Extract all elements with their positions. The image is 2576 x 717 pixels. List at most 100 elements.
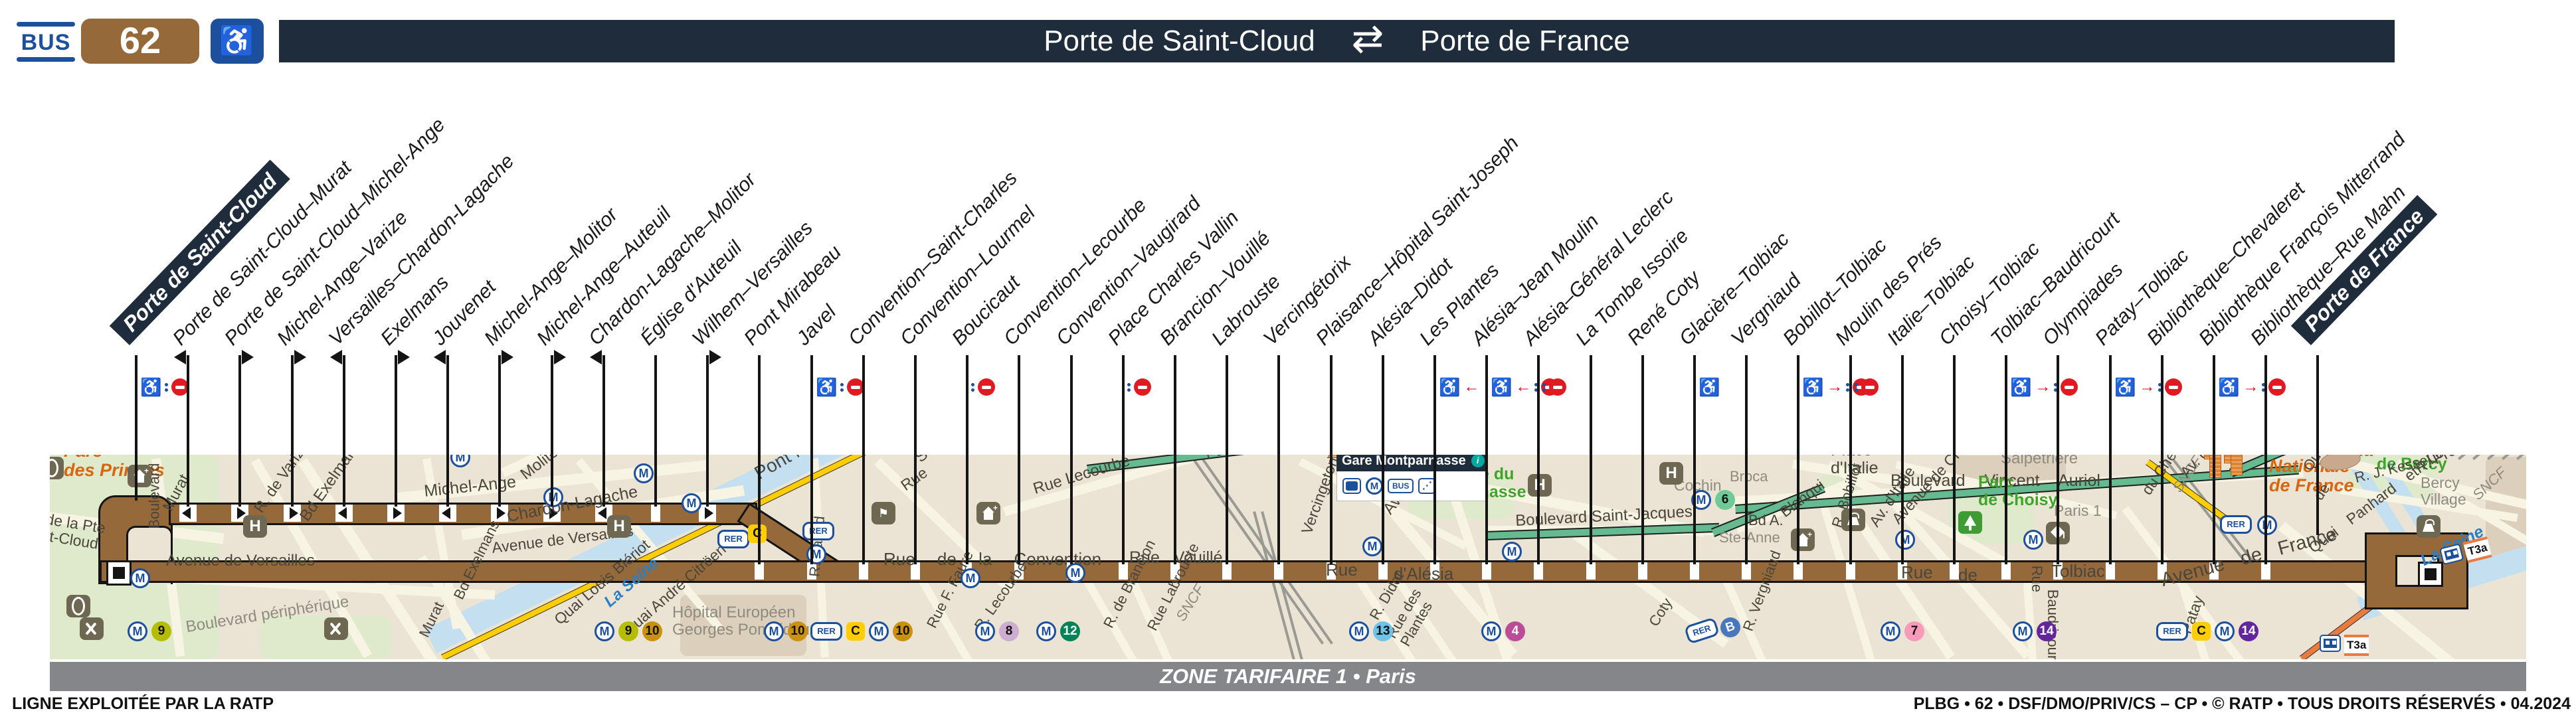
stop-label: Convention–Saint-Charles xyxy=(844,167,1022,350)
arrow-right-icon: → xyxy=(2139,378,2156,396)
no-entry-icon xyxy=(2061,378,2078,396)
stop-label: Porte de Saint-Cloud–Michel-Ange xyxy=(220,114,450,350)
stop-label: Porte de Saint-Cloud–Murat xyxy=(168,157,356,350)
stop-label: Vercingétorix xyxy=(1259,251,1356,350)
map-label: Ste-Anne xyxy=(1719,529,1780,546)
terminus-square-dot xyxy=(2425,568,2437,580)
h: H xyxy=(249,517,261,535)
map-label: Rue de la Convention xyxy=(883,549,1102,569)
metro-icon: M xyxy=(543,487,563,507)
map-label: Parc de Choisy xyxy=(1978,473,2058,509)
map-label: La Pitié Salpêtrière xyxy=(2001,455,2078,467)
no-entry-icon xyxy=(1549,378,1566,396)
terminus-to: Porte de France xyxy=(1420,25,1630,57)
no-entry-bar xyxy=(2065,386,2074,389)
dot xyxy=(971,382,974,386)
stop-label: Labrouste xyxy=(1207,270,1285,350)
rer-c-icon: C xyxy=(748,524,767,543)
tram-body xyxy=(2324,639,2337,648)
map-label: Hôpital Européen Georges Pompidou xyxy=(672,603,810,639)
stop-tick xyxy=(651,505,660,522)
rer-icon: RER xyxy=(717,530,749,548)
info-dots-icon xyxy=(1855,382,1858,392)
tick-arrow xyxy=(237,507,246,519)
dot xyxy=(1542,388,1546,392)
info-dots-icon xyxy=(2054,382,2058,392)
dot xyxy=(1855,382,1858,386)
tick-arrow xyxy=(598,507,606,519)
stop-label: Bibliothèque François Mitterrand xyxy=(2194,128,2410,350)
cross: + xyxy=(144,466,149,475)
dot xyxy=(2158,388,2162,392)
f: ⚑ xyxy=(877,506,889,520)
oval xyxy=(66,595,90,617)
tram-window xyxy=(2332,641,2336,645)
bus-logo-text: BUS xyxy=(21,30,71,55)
stop-label: Wilhem–Versailles xyxy=(688,217,818,350)
stop-tick xyxy=(1950,562,1959,580)
title-bar: Porte de Saint-Cloud ⇄ Porte de France xyxy=(279,20,2395,62)
church-icon: + xyxy=(128,465,151,487)
stop-label: Patay–Tolbiac xyxy=(2090,244,2193,350)
terminus-from: Porte de Saint-Cloud xyxy=(1044,25,1315,57)
stop-tick xyxy=(284,505,301,522)
no-entry-bar xyxy=(1138,386,1147,389)
h: H xyxy=(1534,476,1546,494)
dot xyxy=(971,388,974,392)
university-icon xyxy=(2046,522,2070,544)
shopping-icon xyxy=(2417,515,2440,538)
terminus-square-dot xyxy=(113,567,125,579)
map-label: Tolbiac xyxy=(2051,561,2105,581)
bus-logo: BUS xyxy=(17,22,75,62)
arrow-right-icon: → xyxy=(2243,378,2259,396)
stadium-icon xyxy=(66,595,90,617)
stop-tick xyxy=(2209,562,2219,580)
arrow-left-icon: ← xyxy=(1515,378,1532,396)
stop-label: Alésia–Didot xyxy=(1363,254,1457,350)
stop-tick xyxy=(1170,562,1180,580)
stop-label: La Tombe Issoire xyxy=(1571,224,1693,350)
stop-label: René Coty xyxy=(1623,266,1705,350)
dot xyxy=(2262,388,2266,392)
stop-service-icons: ♿ xyxy=(1699,377,1720,397)
dot xyxy=(2262,382,2266,386)
metro-icon: M xyxy=(450,455,470,467)
accessible-stop-icon: ♿ xyxy=(2218,377,2240,397)
stop-tick xyxy=(2053,562,2063,580)
tick-arrow xyxy=(705,507,713,519)
map-label: d'Alésia xyxy=(1394,564,1454,584)
map-label: Parc de Bercy xyxy=(2377,455,2447,473)
dot xyxy=(1534,388,1538,392)
roof xyxy=(134,469,145,475)
shopping-icon xyxy=(1841,509,1865,531)
stop-tick xyxy=(1482,562,1491,580)
tennis-icon xyxy=(324,617,348,640)
info-dots-icon xyxy=(971,382,974,392)
info-dots-icon xyxy=(1127,382,1131,392)
dot xyxy=(1534,382,1538,386)
stop-direction-arrow-icon xyxy=(294,350,306,364)
stop-label: Jouvenet xyxy=(428,276,501,350)
stop-label: Olympiades xyxy=(2038,258,2128,350)
dot xyxy=(165,382,169,386)
stop-direction-arrow-icon xyxy=(242,350,254,364)
stop-label: Javel xyxy=(792,301,841,350)
tick-arrow xyxy=(338,507,347,519)
stop-label: Versailles–Chardon-Lagache xyxy=(324,150,519,350)
no-entry-icon xyxy=(1134,378,1151,396)
stop-tick xyxy=(1119,562,1128,580)
route-main xyxy=(100,560,2379,583)
stop-label: Michel-Ange–Auteuil xyxy=(532,202,676,350)
oval xyxy=(50,457,64,479)
no-entry-bar xyxy=(175,386,185,389)
stop-label: Alésia–Jean Moulin xyxy=(1467,210,1604,350)
map-label: Baudricourt xyxy=(2044,589,2061,659)
stop-label: Brancion–Vouillé xyxy=(1155,227,1275,350)
map-label: Rue xyxy=(1901,562,1933,582)
terminus-square xyxy=(2418,562,2443,587)
stop-tick xyxy=(1742,562,1751,580)
stop-label: Porte de Saint-Cloud xyxy=(109,159,291,345)
stop-service-icons: ♿→ xyxy=(2114,377,2183,397)
body xyxy=(984,513,993,520)
